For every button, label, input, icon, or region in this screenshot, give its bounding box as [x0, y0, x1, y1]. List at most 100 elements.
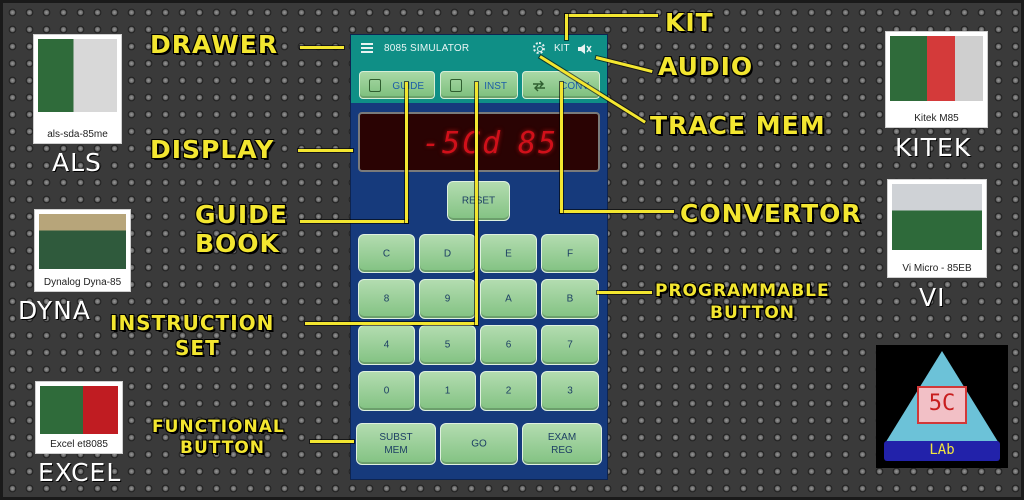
key-label: C	[382, 248, 391, 259]
key-3[interactable]: 3	[541, 371, 599, 411]
key-label: 5	[444, 339, 451, 351]
key-label: E	[505, 248, 512, 259]
key-label: 6	[505, 339, 512, 351]
callout-line	[475, 82, 478, 325]
key-b[interactable]: B	[541, 279, 599, 319]
kit-photo	[40, 386, 118, 435]
kit-brand-kitek: KITEK	[895, 133, 972, 162]
kit-photo	[892, 184, 982, 250]
callout-line	[405, 82, 408, 223]
key-d[interactable]: D	[419, 234, 476, 273]
callout-trace-mem: TRACE MEM	[650, 111, 826, 140]
callout-instruction-set: SET	[175, 336, 220, 360]
key-label: 9	[444, 293, 451, 305]
callout-functional: BUTTON	[180, 438, 266, 458]
key-e[interactable]: E	[480, 234, 537, 273]
callout-line	[597, 291, 652, 294]
list-icon	[450, 79, 462, 92]
tab-inst[interactable]: INST	[440, 71, 518, 99]
key-1[interactable]: 1	[419, 371, 476, 411]
kit-brand-vi: VI	[919, 283, 946, 312]
key-label: GO	[471, 438, 487, 450]
callout-line	[300, 46, 344, 49]
callout-line	[310, 440, 354, 443]
kit-card-excel[interactable]: Excel et8085	[35, 381, 123, 454]
kit-card-dyna[interactable]: Dynalog Dyna-85	[34, 209, 131, 292]
key-8[interactable]: 8	[358, 279, 415, 319]
app-title: 8085 SIMULATOR	[384, 43, 470, 54]
key-label: D	[443, 248, 452, 259]
key-9[interactable]: 9	[419, 279, 476, 319]
key-label: 8	[383, 293, 390, 305]
gear-icon[interactable]	[533, 42, 545, 54]
kit-brand-als: ALS	[52, 148, 102, 177]
callout-line	[560, 210, 674, 213]
display-address: -5Cd	[422, 126, 503, 161]
key-0[interactable]: 0	[358, 371, 415, 411]
sc-lab-logo: 5C LAb	[876, 345, 1008, 468]
key-label: 4	[383, 339, 390, 351]
callout-convertor: CONVERTOR	[680, 199, 862, 228]
callout-kit: KIT	[665, 8, 714, 37]
callout-line	[565, 14, 568, 40]
key-label: 1	[444, 385, 451, 397]
kit-card-kitek[interactable]: Kitek M85	[885, 31, 988, 128]
kit-caption: als-sda-85me	[47, 129, 108, 140]
key-7[interactable]: 7	[541, 325, 599, 365]
book-icon	[369, 79, 381, 92]
tab-guide-label: GUIDE	[392, 81, 424, 92]
callout-line	[300, 220, 408, 223]
key-label: 3	[567, 385, 573, 397]
kit-brand-excel: EXCEL	[38, 458, 122, 487]
kit-button[interactable]: KIT	[554, 43, 570, 54]
app-bar: 8085 SIMULATOR KIT	[351, 35, 607, 63]
callout-programmable: BUTTON	[710, 303, 796, 323]
tab-guide[interactable]: GUIDE	[359, 71, 435, 99]
key-c[interactable]: C	[358, 234, 415, 273]
logo-graphic	[884, 351, 1000, 461]
kit-photo	[39, 214, 126, 270]
key-a[interactable]: A	[480, 279, 537, 319]
key-2[interactable]: 2	[480, 371, 537, 411]
key-label: F	[566, 248, 574, 259]
go-button[interactable]: GO	[440, 423, 518, 465]
kit-caption: Excel et8085	[50, 439, 108, 450]
key-label: 0	[383, 385, 390, 397]
key-label: 7	[567, 339, 573, 351]
key-label: A	[505, 293, 512, 305]
callout-programmable: PROGRAMMABLE	[655, 281, 830, 301]
hamburger-icon[interactable]	[361, 43, 373, 53]
key-f[interactable]: F	[541, 234, 599, 273]
key-6[interactable]: 6	[480, 325, 537, 365]
callout-instruction-set: INSTRUCTION	[110, 311, 275, 335]
callout-line	[565, 14, 658, 17]
exam-reg-button[interactable]: EXAM REG	[522, 423, 602, 465]
reset-button[interactable]: RESET	[447, 181, 510, 221]
kit-card-vi[interactable]: Vi Micro - 85EB	[887, 179, 987, 278]
display-data: 85	[518, 126, 559, 161]
kit-caption: Dynalog Dyna-85	[43, 277, 122, 288]
callout-guide-book: BOOK	[195, 229, 280, 258]
callout-audio: AUDIO	[658, 52, 754, 81]
logo-word: LAb	[929, 442, 955, 458]
subst-mem-button[interactable]: SUBST MEM	[356, 423, 436, 465]
kit-caption: Kitek M85	[914, 113, 959, 124]
key-label: B	[566, 293, 574, 305]
kit-card-als[interactable]: als-sda-85me	[33, 34, 122, 144]
callout-drawer: DRAWER	[150, 30, 279, 59]
seven-segment-display: -5Cd 85	[358, 112, 600, 172]
kit-brand-dyna: DYNA	[18, 296, 91, 325]
kit-photo	[38, 39, 117, 113]
kit-photo	[890, 36, 983, 101]
callout-guide-book: GUIDE	[195, 200, 288, 229]
speaker-muted-icon[interactable]	[576, 41, 592, 57]
tab-bar: GUIDE INST CONV	[351, 63, 607, 103]
kit-caption: Vi Micro - 85EB	[902, 263, 972, 274]
key-5[interactable]: 5	[419, 325, 476, 365]
callout-display: DISPLAY	[150, 135, 275, 164]
callout-functional: FUNCTIONAL	[152, 417, 285, 437]
callout-line	[298, 149, 353, 152]
swap-arrows-icon	[533, 80, 545, 92]
key-4[interactable]: 4	[358, 325, 415, 365]
logo-mark: 5C	[928, 391, 956, 416]
